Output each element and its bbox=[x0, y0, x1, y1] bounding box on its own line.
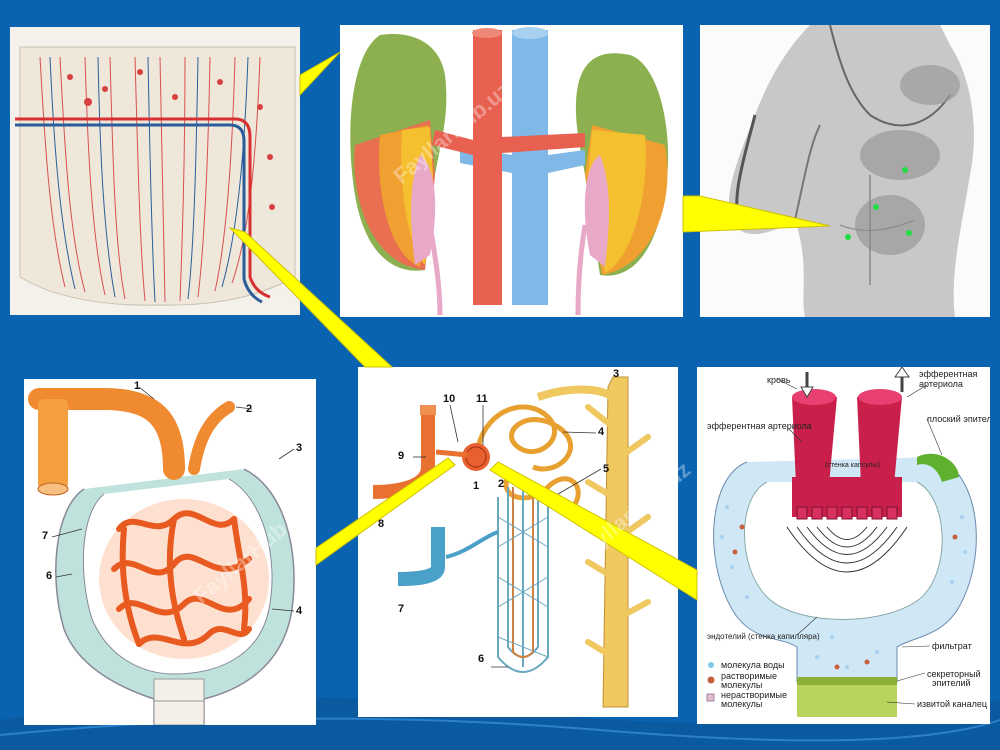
svg-text:1: 1 bbox=[134, 380, 140, 392]
label-convoluted: извитой каналец bbox=[917, 699, 987, 709]
svg-text:артериола: артериола bbox=[919, 379, 963, 389]
svg-text:молекулы: молекулы bbox=[721, 699, 762, 709]
label-efferent-left: эфферентная артериола bbox=[707, 421, 812, 431]
nephron-blood-supply-illustration: 10 11 3 9 4 2 5 1 8 7 6 bbox=[358, 367, 678, 717]
svg-text:4: 4 bbox=[296, 605, 303, 617]
label-efferent-top: эфферентная bbox=[919, 369, 977, 379]
svg-text:4: 4 bbox=[598, 426, 605, 438]
svg-text:10: 10 bbox=[443, 393, 455, 405]
label-secretory: секреторный bbox=[927, 669, 981, 679]
torso-panel bbox=[700, 25, 990, 317]
nephron-panel: 10 11 3 9 4 2 5 1 8 7 6 bbox=[358, 367, 678, 717]
svg-text:растворимые: растворимые bbox=[721, 671, 777, 681]
glomerulus-capsule-illustration: 1 2 3 7 6 4 bbox=[24, 379, 316, 725]
svg-text:3: 3 bbox=[613, 368, 619, 380]
label-filtrate: фильтрат bbox=[932, 641, 972, 651]
label-flat-epithelium: плоский эпителий bbox=[927, 414, 990, 424]
svg-text:7: 7 bbox=[42, 530, 48, 542]
svg-text:нерастворимые: нерастворимые bbox=[721, 690, 787, 700]
svg-text:6: 6 bbox=[478, 653, 484, 665]
svg-text:3: 3 bbox=[296, 442, 302, 454]
kidney-section-panel bbox=[10, 27, 300, 315]
glomerular-filtration-diagram: кровь эфферентная артериола эфферентная … bbox=[697, 367, 990, 724]
svg-text:1: 1 bbox=[473, 480, 479, 492]
svg-text:5: 5 bbox=[603, 463, 609, 475]
kidneys-aorta-vena-cava-illustration bbox=[340, 25, 683, 317]
male-torso-sketch bbox=[700, 25, 990, 317]
svg-text:11: 11 bbox=[476, 393, 488, 405]
svg-text:2: 2 bbox=[498, 478, 504, 490]
svg-text:молекулы: молекулы bbox=[721, 680, 762, 690]
kidney-vessels-section-illustration bbox=[10, 27, 300, 315]
label-center: (стенка капсулы) bbox=[825, 462, 880, 469]
svg-text:эпителий: эпителий bbox=[932, 678, 971, 688]
svg-text:9: 9 bbox=[398, 450, 404, 462]
filtration-panel: кровь эфферентная артериола эфферентная … bbox=[697, 367, 990, 724]
svg-text:7: 7 bbox=[398, 603, 404, 615]
svg-text:молекула воды: молекула воды bbox=[721, 660, 785, 670]
callout-kidney-to-section bbox=[299, 51, 341, 97]
kidneys-vessels-panel bbox=[340, 25, 683, 317]
legend: молекула воды растворимые молекулы нерас… bbox=[706, 660, 787, 709]
glomerulus-panel: 1 2 3 7 6 4 bbox=[24, 379, 316, 725]
svg-text:8: 8 bbox=[378, 518, 384, 530]
label-endothelium: эндотелий (стенка капилляра) bbox=[707, 632, 820, 641]
svg-text:6: 6 bbox=[46, 570, 52, 582]
